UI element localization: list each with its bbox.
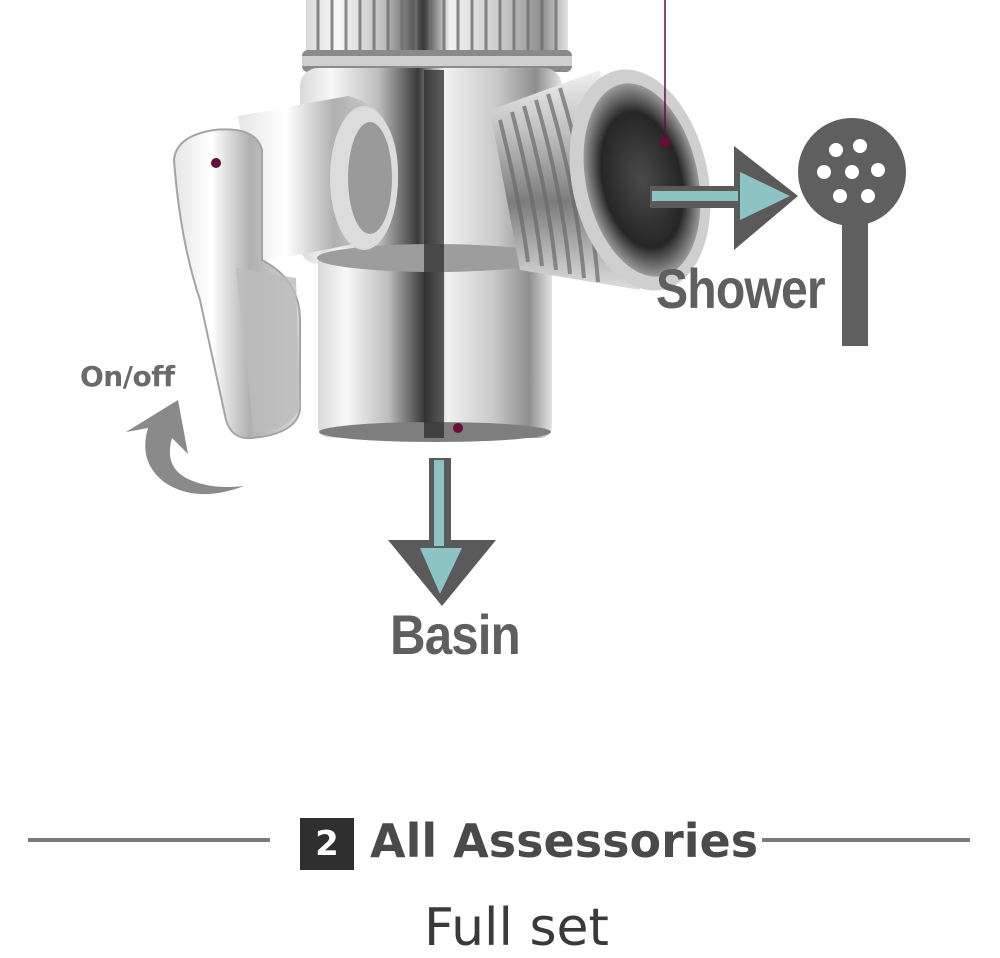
section-number-badge: 2 [300,818,354,870]
shower-label: Shower [656,257,826,320]
basin-label: Basin [390,603,521,666]
rotate-arrow-icon [126,400,244,495]
arrow-right-icon [650,146,798,250]
section-header: 2 All Assessories [0,812,1000,872]
header-rule-right [762,838,970,842]
knurled-nut [302,0,572,72]
on-off-lever [172,96,399,440]
diverter-valve-figure [126,0,906,606]
marker-dots [211,0,670,433]
shower-outlet [490,69,711,291]
arrow-down-icon [388,458,496,606]
on-off-label: On/off [80,360,175,393]
section-title: All Assessories [370,814,759,868]
next-section-heading: Full set [424,898,609,958]
shower-head-icon [798,118,906,346]
header-rule-left [28,838,270,842]
